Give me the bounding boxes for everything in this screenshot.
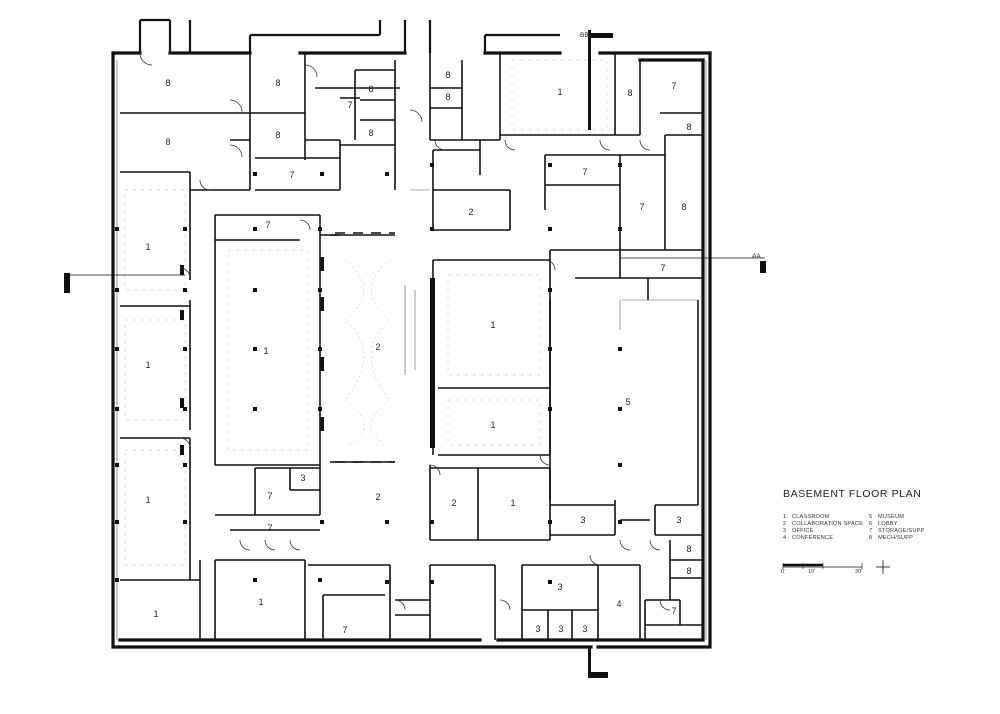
- section-label-aa: AA: [752, 253, 761, 260]
- scale-label-10: 10': [808, 569, 816, 575]
- solid-walls: [430, 30, 591, 678]
- room-label: 1: [490, 420, 495, 430]
- room-label: 3: [558, 624, 563, 634]
- room-label: 8: [165, 137, 170, 147]
- legend-number: 3: [783, 528, 787, 534]
- room-label: 8: [681, 202, 686, 212]
- room-label: 7: [671, 81, 676, 91]
- room-label: 7: [289, 170, 294, 180]
- legend-item: 5 MUSEUM: [869, 514, 943, 520]
- interior-walls: [120, 53, 703, 640]
- legend-number: 7: [869, 528, 873, 534]
- plan-legend: BASEMENT FLOOR PLAN 1 CLASSROOM 5 MUSEUM 2…: [783, 488, 943, 541]
- room-label: 3: [580, 515, 585, 525]
- section-marker-bb: BB: [580, 32, 613, 678]
- room-label: 8: [686, 544, 691, 554]
- section-marker-left: [64, 273, 185, 293]
- room-label: 2: [375, 342, 380, 352]
- section-marker-aa: AA: [620, 253, 766, 273]
- plan-title: BASEMENT FLOOR PLAN: [783, 488, 922, 500]
- legend-number: 4: [783, 535, 787, 541]
- exterior-walls: [111, 51, 712, 649]
- room-label: 2: [468, 207, 473, 217]
- legend-item: 8 MECH/SUPP: [869, 535, 943, 541]
- scale-label-0: 0': [781, 569, 786, 575]
- room-label: 3: [535, 624, 540, 634]
- room-label: 1: [145, 242, 150, 252]
- room-label: 8: [368, 128, 373, 138]
- legend-text: STORAGE/SUPP: [878, 528, 925, 534]
- legend-item: 1 CLASSROOM: [783, 514, 869, 520]
- room-label: 7: [639, 202, 644, 212]
- legend-item: 6 LOBBY: [869, 521, 943, 527]
- room-labels: 8 8 8 8 7 8 8 8 1 8 7 8 8 7 7 2 7 7 8 7 …: [145, 70, 691, 635]
- room-label: 8: [275, 78, 280, 88]
- room-label: 1: [145, 495, 150, 505]
- legend-text: LOBBY: [878, 521, 898, 527]
- section-label-bb: BB: [580, 32, 589, 39]
- room-label: 8: [627, 88, 632, 98]
- structural-columns: [115, 163, 622, 584]
- legend-item: 7 STORAGE/SUPP: [869, 528, 943, 534]
- room-label: 8: [686, 122, 691, 132]
- room-label: 1: [510, 498, 515, 508]
- room-label: 2: [375, 492, 380, 502]
- room-label: 1: [145, 360, 150, 370]
- scale-label-30: 30': [855, 569, 863, 575]
- room-label: 7: [671, 606, 676, 616]
- room-label: 2: [451, 498, 456, 508]
- legend-number: 2: [783, 521, 787, 527]
- legend-text: MECH/SUPP: [878, 535, 914, 541]
- room-label: 1: [263, 346, 268, 356]
- room-label: 8: [368, 84, 373, 94]
- room-label: 8: [686, 566, 691, 576]
- room-label: 7: [267, 491, 272, 501]
- room-label: 3: [676, 515, 681, 525]
- room-label: 7: [267, 523, 272, 533]
- legend-number: 5: [869, 514, 873, 520]
- room-label: 1: [258, 597, 263, 607]
- legend-item: 4 CONFERENCE: [783, 535, 869, 541]
- collab-dashed-edges: [335, 232, 395, 463]
- room-label: 4: [616, 599, 621, 609]
- room-label: 1: [490, 320, 495, 330]
- room-label: 7: [347, 100, 352, 110]
- north-arrow: [876, 560, 890, 574]
- room-label: 1: [153, 609, 158, 619]
- room-label: 7: [582, 167, 587, 177]
- furniture-pattern: [124, 59, 608, 566]
- room-label: 7: [265, 220, 270, 230]
- legend-text: CLASSROOM: [792, 514, 830, 520]
- room-label: 8: [445, 92, 450, 102]
- legend-number: 6: [869, 521, 873, 527]
- legend-item: 3 OFFICE: [783, 528, 869, 534]
- room-label: 7: [342, 625, 347, 635]
- room-label: 7: [660, 263, 665, 273]
- legend-text: OFFICE: [792, 528, 814, 534]
- room-label: 3: [557, 582, 562, 592]
- room-label: 8: [275, 130, 280, 140]
- room-label: 8: [165, 78, 170, 88]
- legend-text: CONFERENCE: [792, 535, 834, 541]
- legend-number: 1: [783, 514, 787, 520]
- door-swings: [139, 52, 671, 611]
- legend-number: 8: [869, 535, 873, 541]
- room-label: 1: [557, 87, 562, 97]
- legend-text: COLLABORATION SPACE: [792, 521, 864, 527]
- room-label: 3: [300, 473, 305, 483]
- room-label: 5: [625, 397, 630, 407]
- legend-text: MUSEUM: [878, 514, 905, 520]
- scale-labels: 0' 10' 30': [781, 560, 903, 584]
- scale-bar: [782, 563, 863, 569]
- glazing-lines: [116, 60, 707, 640]
- room-label: 3: [582, 624, 587, 634]
- room-label: 8: [445, 70, 450, 80]
- top-entry-walls: [138, 18, 560, 53]
- legend-item: 2 COLLABORATION SPACE: [783, 521, 869, 527]
